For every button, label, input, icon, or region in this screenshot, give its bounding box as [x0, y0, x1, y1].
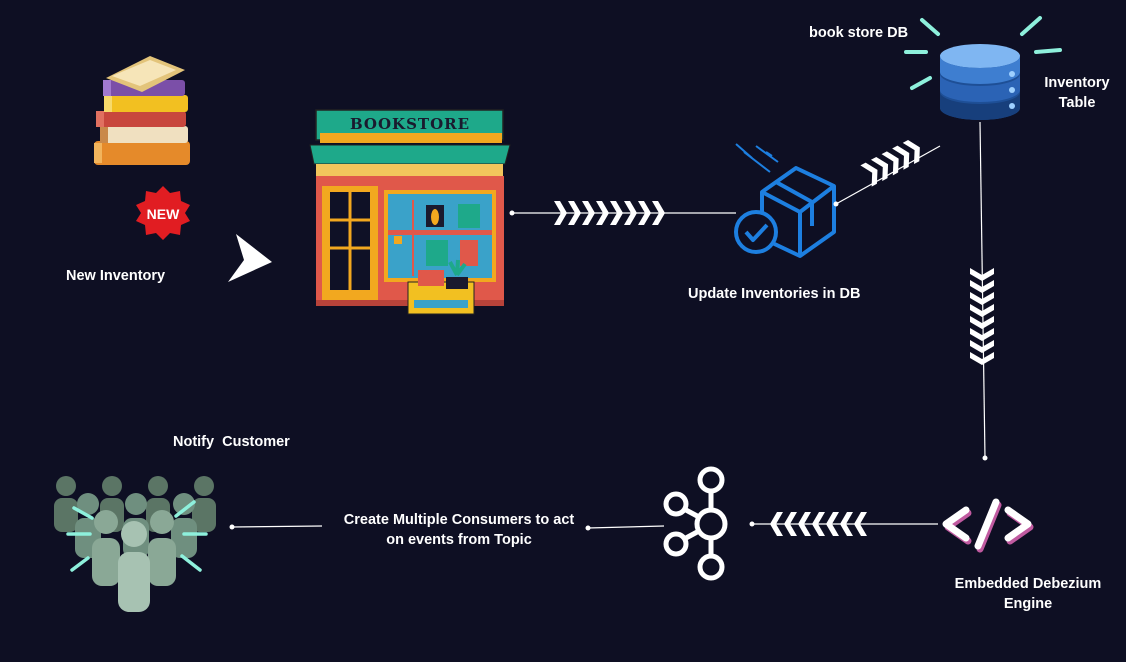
label-update-db: Update Inventories in DB: [688, 286, 861, 302]
new-badge: [136, 186, 190, 240]
kafka-topic-icon: [663, 466, 728, 581]
label-debezium-line1: Embedded Debezium: [954, 576, 1102, 592]
label-consumers-line1: Create Multiple Consumers to act: [343, 512, 575, 528]
bookstore-icon: [309, 109, 511, 315]
label-debezium: Embedded Debezium Engine: [942, 574, 1114, 614]
checked-box-icon: [734, 143, 836, 258]
arrow-box-to-db: [860, 136, 926, 187]
label-consumers: Create Multiple Consumers to act on even…: [326, 510, 592, 550]
book-stack-icon: [94, 56, 190, 165]
label-notify: Notify Customer: [173, 434, 290, 450]
label-inventory-table-line2: Table: [1058, 95, 1096, 111]
code-brackets-icon: [942, 498, 1034, 553]
label-db-name: book store DB: [809, 25, 909, 41]
label-new-inventory: New Inventory: [66, 268, 166, 284]
label-inventory-table: Inventory Table: [1036, 73, 1118, 113]
store-sign-label: BOOKSTORE: [350, 115, 470, 133]
database-icon: [904, 16, 1062, 120]
label-consumers-line2: on events from Topic: [386, 532, 532, 548]
label-inventory-table-line1: Inventory: [1044, 75, 1110, 91]
new-badge-label: NEW: [147, 206, 180, 222]
pointer-arrow: [228, 234, 272, 282]
label-debezium-line2: Engine: [1003, 596, 1053, 612]
customer-group-icon: [54, 476, 216, 612]
